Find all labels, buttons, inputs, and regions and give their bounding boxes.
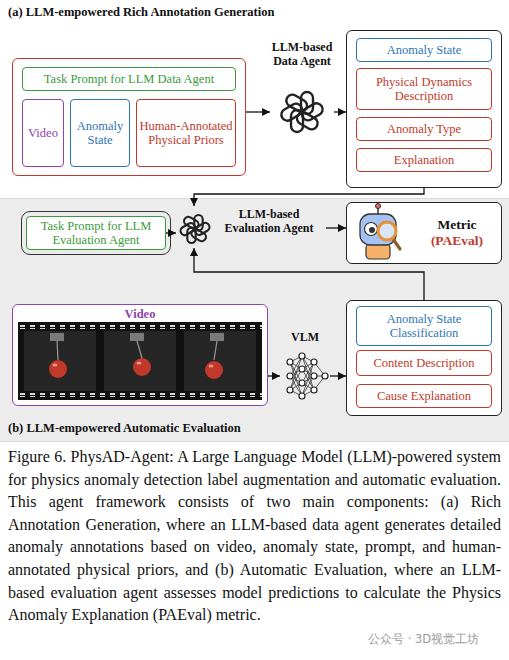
output-group: Anomaly StatePhysical Dynamics Descripti…: [346, 30, 502, 188]
node-text: Task Prompt for LLM Evaluation Agent: [29, 219, 163, 248]
node-text: Anomaly Type: [387, 122, 461, 136]
node-text: Task Prompt for LLM Data Agent: [44, 72, 214, 86]
prediction-box: Cause Explanation: [356, 384, 492, 408]
output-box: Anomaly Type: [356, 117, 492, 141]
node-text: Video: [28, 126, 58, 140]
node-text: Human-Annotated Physical Priors: [139, 119, 233, 148]
node-text: (a) LLM-empowered Rich Annotation Genera…: [8, 5, 274, 20]
output-box: Explanation: [356, 148, 492, 172]
video-box: Video: [12, 304, 268, 406]
output-box: Anomaly State: [356, 38, 492, 62]
watermark: 公众号 · 3D视觉工坊: [368, 632, 479, 647]
node-text: Explanation: [394, 153, 454, 167]
node-text: Anomaly State: [387, 43, 462, 57]
vlm-model: VLM: [280, 330, 330, 402]
node-text: (PAEval): [431, 233, 483, 249]
node-text: Content Description: [373, 356, 474, 370]
input-box: Anomaly State: [70, 99, 130, 167]
output-box: Physical Dynamics Description: [356, 68, 492, 110]
node-text: (b) LLM-empowered Automatic Evaluation: [8, 421, 241, 436]
node-text: Cause Explanation: [377, 389, 471, 403]
node-text: LLM-based Data Agent: [262, 40, 342, 68]
node-text: VLM: [274, 330, 336, 345]
metric-box: Metric(PAEval): [346, 202, 502, 264]
prediction-box: Anomaly State Classification: [356, 306, 492, 346]
input-box: Video: [22, 99, 64, 167]
section-band: (a) LLM-empowered Rich Annotation Genera…: [0, 0, 509, 198]
node-text: Physical Dynamics Description: [359, 75, 489, 104]
prediction-group: Anomaly State ClassificationContent Desc…: [346, 300, 502, 416]
section-band: (b) LLM-empowered Automatic Evaluation Ta…: [0, 198, 509, 442]
node-text: LLM-based Evaluation Agent: [212, 207, 326, 235]
prompt-box: Task Prompt for LLM Evaluation Agent: [26, 216, 166, 250]
node-text: Anomaly State Classification: [359, 312, 489, 341]
prediction-box: Content Description: [356, 350, 492, 376]
prompt-box: Task Prompt for LLM Data Agent: [22, 67, 236, 91]
figure-caption: Figure 6. PhysAD-Agent: A Large Language…: [8, 446, 501, 627]
llm-agent: LLM-based Data Agent: [270, 40, 334, 140]
node-text: Video: [13, 307, 267, 322]
node-text: Metric: [438, 217, 477, 233]
node-text: Anomaly State: [73, 119, 127, 148]
input-box: Human-Annotated Physical Priors: [136, 99, 236, 167]
input-group: Task Prompt for LLM Data AgentVideo Anoma…: [12, 58, 246, 176]
llm-agent: LLM-based Evaluation Agent: [176, 206, 326, 248]
